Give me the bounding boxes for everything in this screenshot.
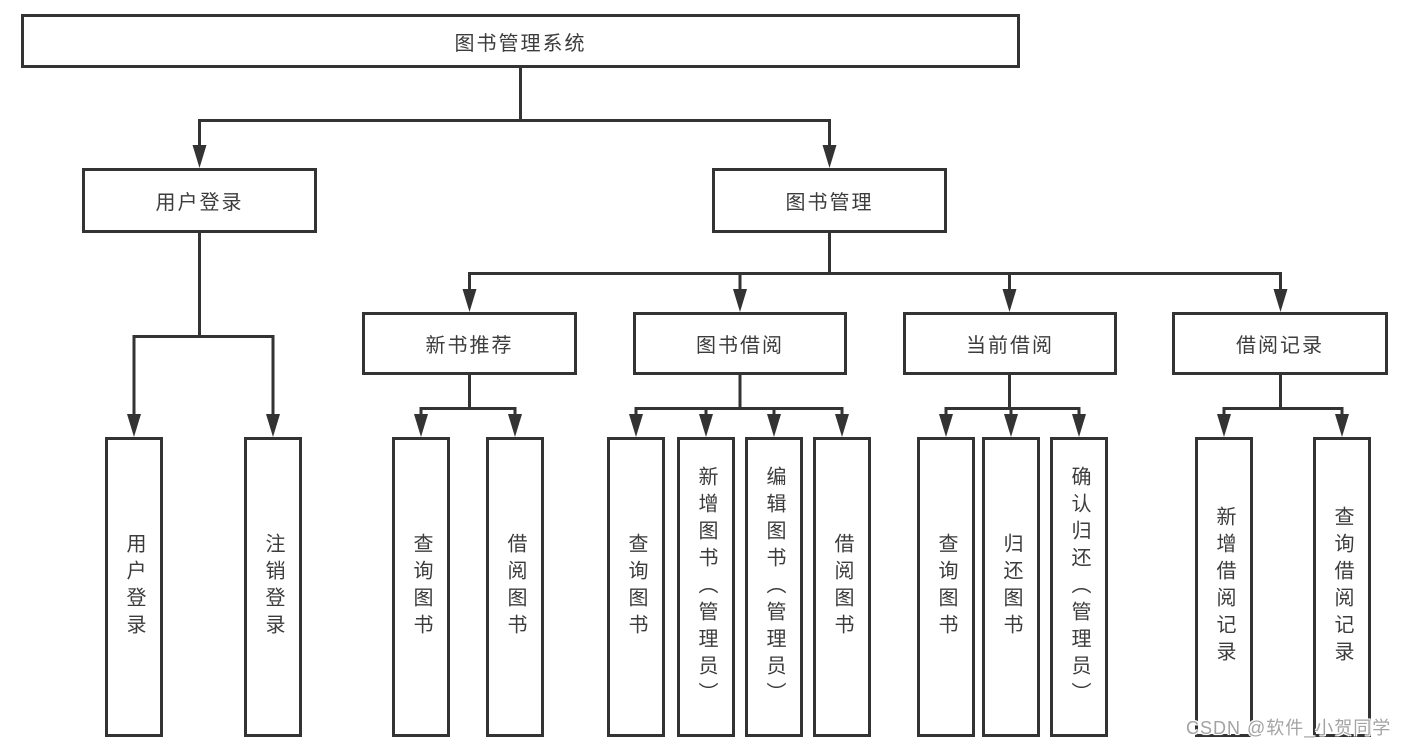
arrow-to-leaf-query-record — [1335, 414, 1349, 437]
node-leaf-query-borrow-record: 查询借阅记录 — [1313, 437, 1371, 737]
node-leaf-borrow-borrow-books: 借阅图书 — [813, 437, 871, 737]
connector-new-book-recommend-branch — [419, 375, 517, 416]
arrow-to-leaf-borrow-borrow — [835, 414, 849, 437]
connector-book-management-branch — [468, 233, 1282, 291]
arrow-to-user-login — [192, 145, 207, 168]
node-borrow-records: 借阅记录 — [1172, 312, 1388, 375]
node-book-borrow: 图书借阅 — [633, 312, 847, 375]
node-leaf-borrow-query-books: 查询图书 — [607, 437, 665, 737]
node-leaf-confirm-return-admin-label: 确认归还（管理员） — [1068, 465, 1090, 709]
connector-user-login-branch — [132, 233, 275, 416]
connector-root-branch — [198, 68, 831, 147]
arrow-to-new-book-recommend — [462, 289, 477, 312]
arrow-to-leaf-borrow-edit — [767, 414, 781, 437]
node-current-borrow: 当前借阅 — [903, 312, 1117, 375]
node-borrow-records-label: 借阅记录 — [1236, 335, 1324, 357]
node-current-borrow-label: 当前借阅 — [966, 335, 1054, 357]
node-leaf-confirm-return-admin: 确认归还（管理员） — [1050, 437, 1108, 737]
node-leaf-recommend-borrow-books-label: 借阅图书 — [504, 533, 526, 641]
arrow-to-book-management — [822, 145, 837, 168]
node-book-management: 图书管理 — [712, 168, 947, 233]
connector-book-borrow-branch — [634, 375, 844, 416]
node-book-borrow-label: 图书借阅 — [696, 335, 784, 357]
arrow-to-leaf-confirm-return — [1072, 414, 1086, 437]
arrow-to-book-borrow — [733, 289, 747, 312]
connector-current-borrow-branch — [944, 375, 1081, 416]
arrow-to-leaf-borrow-query — [629, 414, 643, 437]
arrow-to-borrow-records — [1273, 289, 1288, 312]
node-leaf-logout: 注销登录 — [244, 437, 302, 737]
node-book-management-label: 图书管理 — [785, 192, 874, 214]
node-leaf-recommend-borrow-books: 借阅图书 — [486, 437, 544, 737]
node-leaf-add-borrow-record-label: 新增借阅记录 — [1213, 506, 1235, 668]
node-leaf-borrow-query-books-label: 查询图书 — [625, 533, 647, 641]
arrow-to-leaf-add-record — [1217, 414, 1231, 437]
arrow-to-current-borrow — [1002, 289, 1017, 312]
node-user-login-label: 用户登录 — [155, 192, 244, 214]
arrow-to-leaf-recommend-query — [414, 414, 428, 437]
node-leaf-borrow-edit-books-admin: 编辑图书（管理员） — [745, 437, 803, 737]
node-leaf-user-login: 用户登录 — [105, 437, 163, 737]
arrow-to-leaf-logout — [266, 414, 280, 437]
node-leaf-borrow-edit-books-admin-label: 编辑图书（管理员） — [763, 465, 785, 709]
node-leaf-current-return-books: 归还图书 — [982, 437, 1040, 737]
connector-borrow-records-branch — [1222, 375, 1344, 416]
node-leaf-current-query-books-label: 查询图书 — [935, 533, 957, 641]
node-leaf-recommend-query-books: 查询图书 — [392, 437, 450, 737]
arrow-to-leaf-user-login — [127, 414, 141, 437]
arrow-to-leaf-borrow-add — [699, 414, 713, 437]
node-leaf-borrow-add-books-admin-label: 新增图书（管理员） — [695, 465, 717, 709]
node-user-login: 用户登录 — [82, 168, 317, 233]
node-leaf-recommend-query-books-label: 查询图书 — [410, 533, 432, 641]
node-root-library-system: 图书管理系统 — [21, 14, 1020, 68]
node-leaf-user-login-label: 用户登录 — [123, 533, 145, 641]
node-leaf-add-borrow-record: 新增借阅记录 — [1195, 437, 1253, 737]
arrow-to-leaf-recommend-borrow — [508, 414, 522, 437]
node-new-book-recommend: 新书推荐 — [362, 312, 577, 375]
node-leaf-current-return-books-label: 归还图书 — [1000, 533, 1022, 641]
node-new-book-recommend-label: 新书推荐 — [425, 335, 514, 357]
node-leaf-logout-label: 注销登录 — [262, 533, 284, 641]
node-leaf-borrow-borrow-books-label: 借阅图书 — [831, 533, 853, 641]
csdn-watermark: CSDN @软件_小贺同学 — [1186, 718, 1392, 738]
arrow-to-leaf-current-query — [939, 414, 953, 437]
node-root-label: 图书管理系统 — [454, 32, 587, 55]
arrow-to-leaf-current-return — [1004, 414, 1018, 437]
node-leaf-query-borrow-record-label: 查询借阅记录 — [1331, 506, 1353, 668]
node-leaf-borrow-add-books-admin: 新增图书（管理员） — [677, 437, 735, 737]
node-leaf-current-query-books: 查询图书 — [917, 437, 975, 737]
